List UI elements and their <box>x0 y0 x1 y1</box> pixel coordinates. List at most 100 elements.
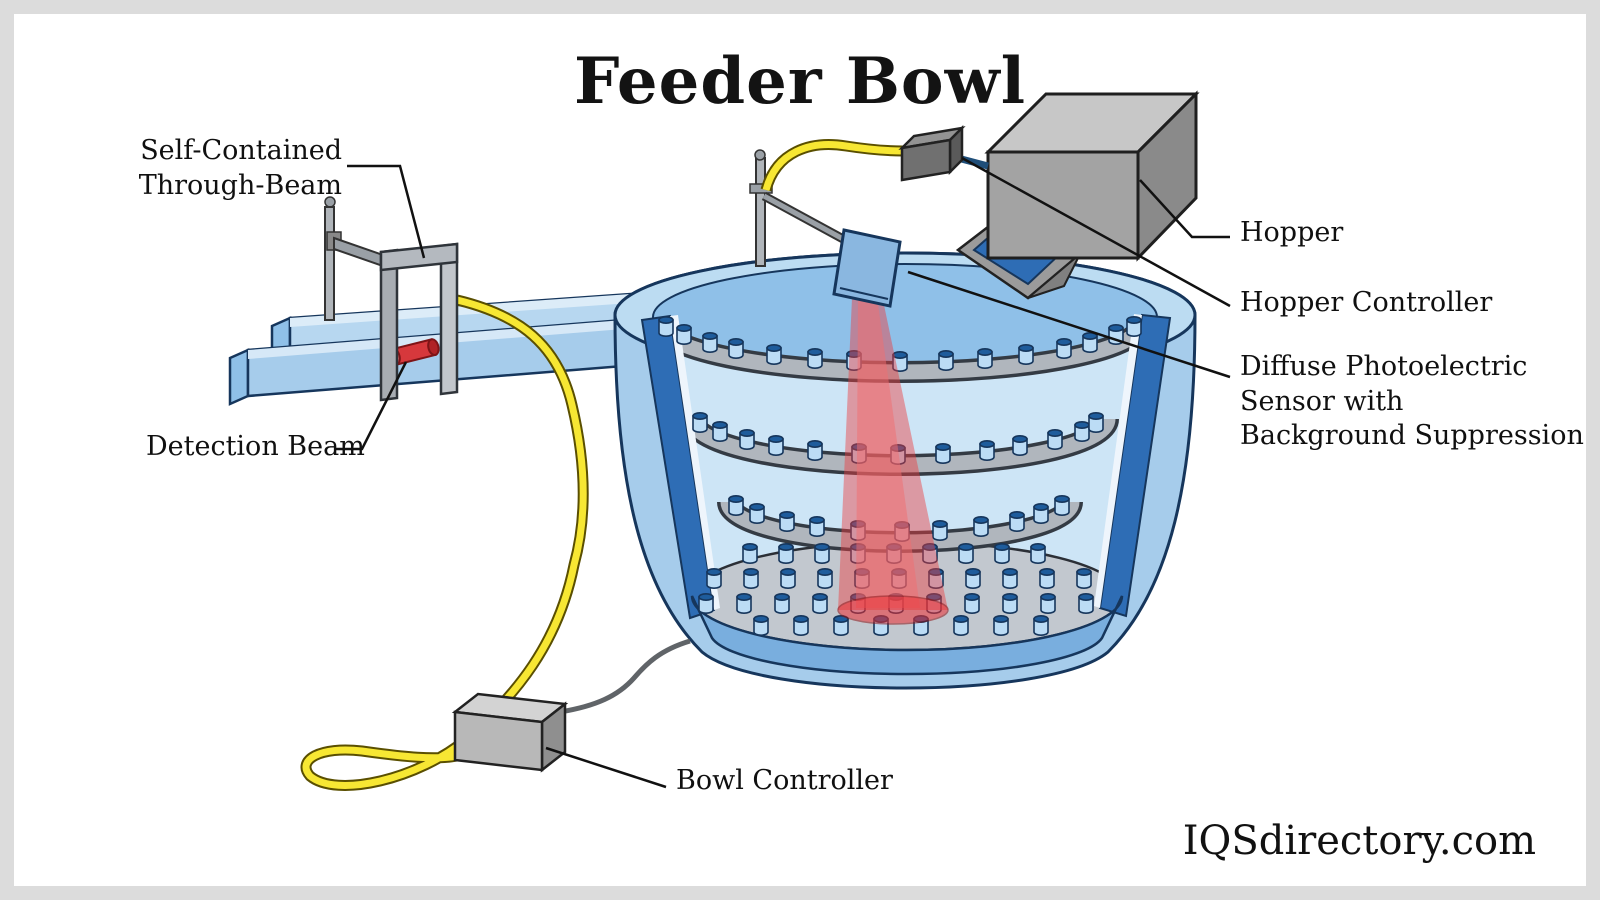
hopper-chute-underside <box>1027 253 1081 299</box>
sensor-arm <box>762 193 858 249</box>
part-cylinder <box>793 614 809 636</box>
part-cylinder <box>658 315 674 337</box>
bowl-wall-cut-right-highlight <box>1094 314 1142 608</box>
part-cylinder <box>739 428 755 450</box>
part-cylinder <box>692 411 708 433</box>
label-detection-beam: Detection Beam <box>146 431 365 462</box>
bowl-controller-assembly <box>451 638 691 773</box>
hopper-assembly <box>898 90 1200 300</box>
part-cylinder <box>958 542 974 564</box>
hopper-controller-box <box>900 138 952 182</box>
part-cylinder <box>1030 542 1046 564</box>
part-cylinder <box>766 343 782 365</box>
through-beam-left-plate <box>379 248 399 402</box>
part-cylinder <box>779 510 795 532</box>
diffuse-sensor-beam-cone <box>837 298 949 625</box>
beam-cone-core <box>856 300 920 608</box>
part-cylinder <box>935 442 951 464</box>
part-cylinder <box>1009 510 1025 532</box>
page-title: Feeder Bowl <box>573 44 1027 119</box>
diffuse-sensor-head <box>832 228 902 308</box>
part-cylinder <box>973 515 989 537</box>
leader-lines <box>334 156 1231 789</box>
part-cylinder <box>807 439 823 461</box>
part-cylinder <box>1074 420 1090 442</box>
part-cylinder <box>753 614 769 636</box>
leader-hopper <box>1139 179 1230 239</box>
leader-bowl-controller <box>545 746 667 789</box>
part-cylinder <box>743 567 759 589</box>
label-through-beam-line1: Self-Contained <box>140 135 342 166</box>
part-cylinder <box>736 592 752 614</box>
detection-beam-cap-front <box>427 338 440 357</box>
part-cylinder <box>807 347 823 369</box>
bowl-controller-front <box>453 710 544 772</box>
part-cylinder <box>698 592 714 614</box>
label-through-beam-line2: Through-Beam <box>138 169 342 201</box>
part-cylinder <box>1088 411 1104 433</box>
parts-in-bowl <box>658 315 1142 636</box>
track-front-endcap <box>228 348 250 406</box>
part-cylinder <box>728 494 744 516</box>
part-cylinder <box>1078 592 1094 614</box>
part-cylinder <box>778 542 794 564</box>
hopper-cable <box>762 141 904 192</box>
part-cylinder <box>706 567 722 589</box>
through-beam-right-plate <box>439 242 459 396</box>
part-cylinder <box>812 592 828 614</box>
diffuse-sensor-assembly <box>749 149 902 308</box>
part-cylinder <box>922 542 938 564</box>
part-cylinder <box>774 592 790 614</box>
part-cylinder <box>932 519 948 541</box>
part-cylinder <box>749 502 765 524</box>
part-cylinder <box>928 567 944 589</box>
part-cylinder <box>977 347 993 369</box>
part-cylinder <box>1039 567 1055 589</box>
part-cylinder <box>993 614 1009 636</box>
part-cylinder <box>1033 502 1049 524</box>
bowl-wall-cut-left-highlight <box>670 315 720 610</box>
part-cylinder <box>712 420 728 442</box>
sensor-stand-post <box>755 157 766 267</box>
label-diffuse-line2: Sensor with <box>1240 385 1404 417</box>
part-cylinder <box>1012 434 1028 456</box>
part-cylinder <box>742 542 758 564</box>
part-cylinder <box>768 434 784 456</box>
label-diffuse-sensor: Diffuse Photoelectric Sensor with Backgr… <box>1240 350 1584 454</box>
part-cylinder <box>964 592 980 614</box>
part-cylinder <box>814 542 830 564</box>
part-cylinder <box>1033 614 1049 636</box>
through-beam-stand-post <box>324 206 335 321</box>
label-hopper-controller: Hopper Controller <box>1240 287 1493 318</box>
part-cylinder <box>892 350 908 372</box>
part-cylinder <box>780 567 796 589</box>
part-cylinder <box>994 542 1010 564</box>
beam-cone-footprint <box>837 595 949 625</box>
part-cylinder <box>833 614 849 636</box>
through-beam-assembly <box>324 196 459 402</box>
sensor-stand-knob <box>754 149 766 161</box>
part-cylinder <box>979 439 995 461</box>
part-cylinder <box>938 349 954 371</box>
label-through-beam: Self-Contained Through-Beam <box>139 134 342 203</box>
label-bowl-controller: Bowl Controller <box>676 765 893 796</box>
part-cylinder <box>1040 592 1056 614</box>
part-cylinder <box>1076 567 1092 589</box>
part-cylinder <box>1082 331 1098 353</box>
bowl-controller-cable <box>559 638 691 715</box>
through-beam-top-bar <box>379 242 459 272</box>
leader-hopper-controller <box>961 156 1231 308</box>
part-cylinder <box>728 337 744 359</box>
part-cylinder <box>1056 337 1072 359</box>
part-cylinder <box>702 331 718 353</box>
part-cylinder <box>1047 428 1063 450</box>
part-cylinder <box>1054 494 1070 516</box>
part-cylinder <box>1002 567 1018 589</box>
label-diffuse-line1: Diffuse Photoelectric <box>1240 351 1528 382</box>
bowl-front-lip <box>690 595 1124 676</box>
sensor-head-lens-line <box>839 287 889 300</box>
hopper-front-face <box>986 150 1140 260</box>
part-cylinder <box>1018 343 1034 365</box>
